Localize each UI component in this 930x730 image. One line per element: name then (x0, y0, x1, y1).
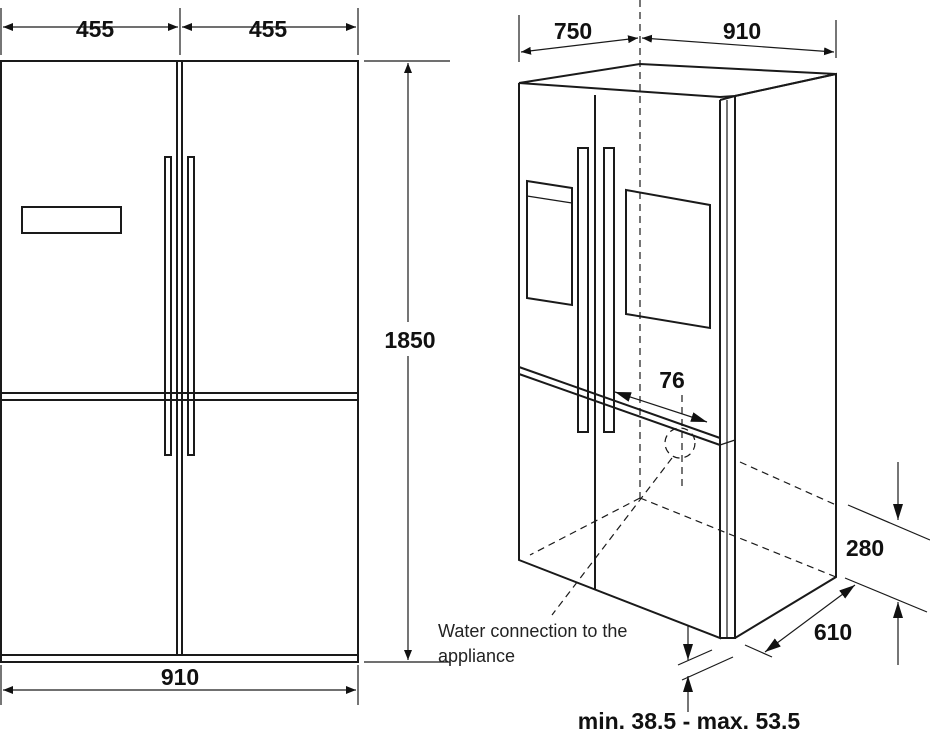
height-label: 1850 (384, 327, 435, 353)
left-handle (164, 156, 172, 456)
iso-left-handle (577, 147, 589, 433)
width-right-label: 455 (249, 16, 288, 42)
display-panel (21, 206, 122, 234)
width-total-label: 910 (161, 664, 199, 690)
depth-label: 750 (554, 18, 592, 44)
front-face (518, 83, 721, 640)
side-face (734, 72, 837, 639)
foot-adjust-label: min. 38.5 - max. 53.5 (578, 708, 801, 730)
width-left-label: 455 (76, 16, 115, 42)
dispenser (526, 179, 573, 307)
right-handle (187, 156, 195, 456)
iso-view: 76 750 910 280 610 min. 38.5 - max. 53.5… (438, 0, 930, 730)
connection-depth-label: 610 (814, 619, 852, 645)
note-line-2: appliance (438, 646, 515, 666)
iso-drawer-line (518, 366, 721, 439)
iso-right-handle (603, 147, 615, 433)
offset-label: 76 (659, 367, 685, 393)
iso-width-label: 910 (723, 18, 761, 44)
iso-display (625, 188, 711, 330)
connection-height-label: 280 (846, 535, 884, 561)
note-line-1: Water connection to the (438, 621, 627, 641)
water-connection-marker (664, 427, 696, 459)
top-face (518, 62, 837, 99)
front-view: 455 455 910 1850 (0, 8, 450, 705)
fridge-outline (0, 60, 359, 663)
